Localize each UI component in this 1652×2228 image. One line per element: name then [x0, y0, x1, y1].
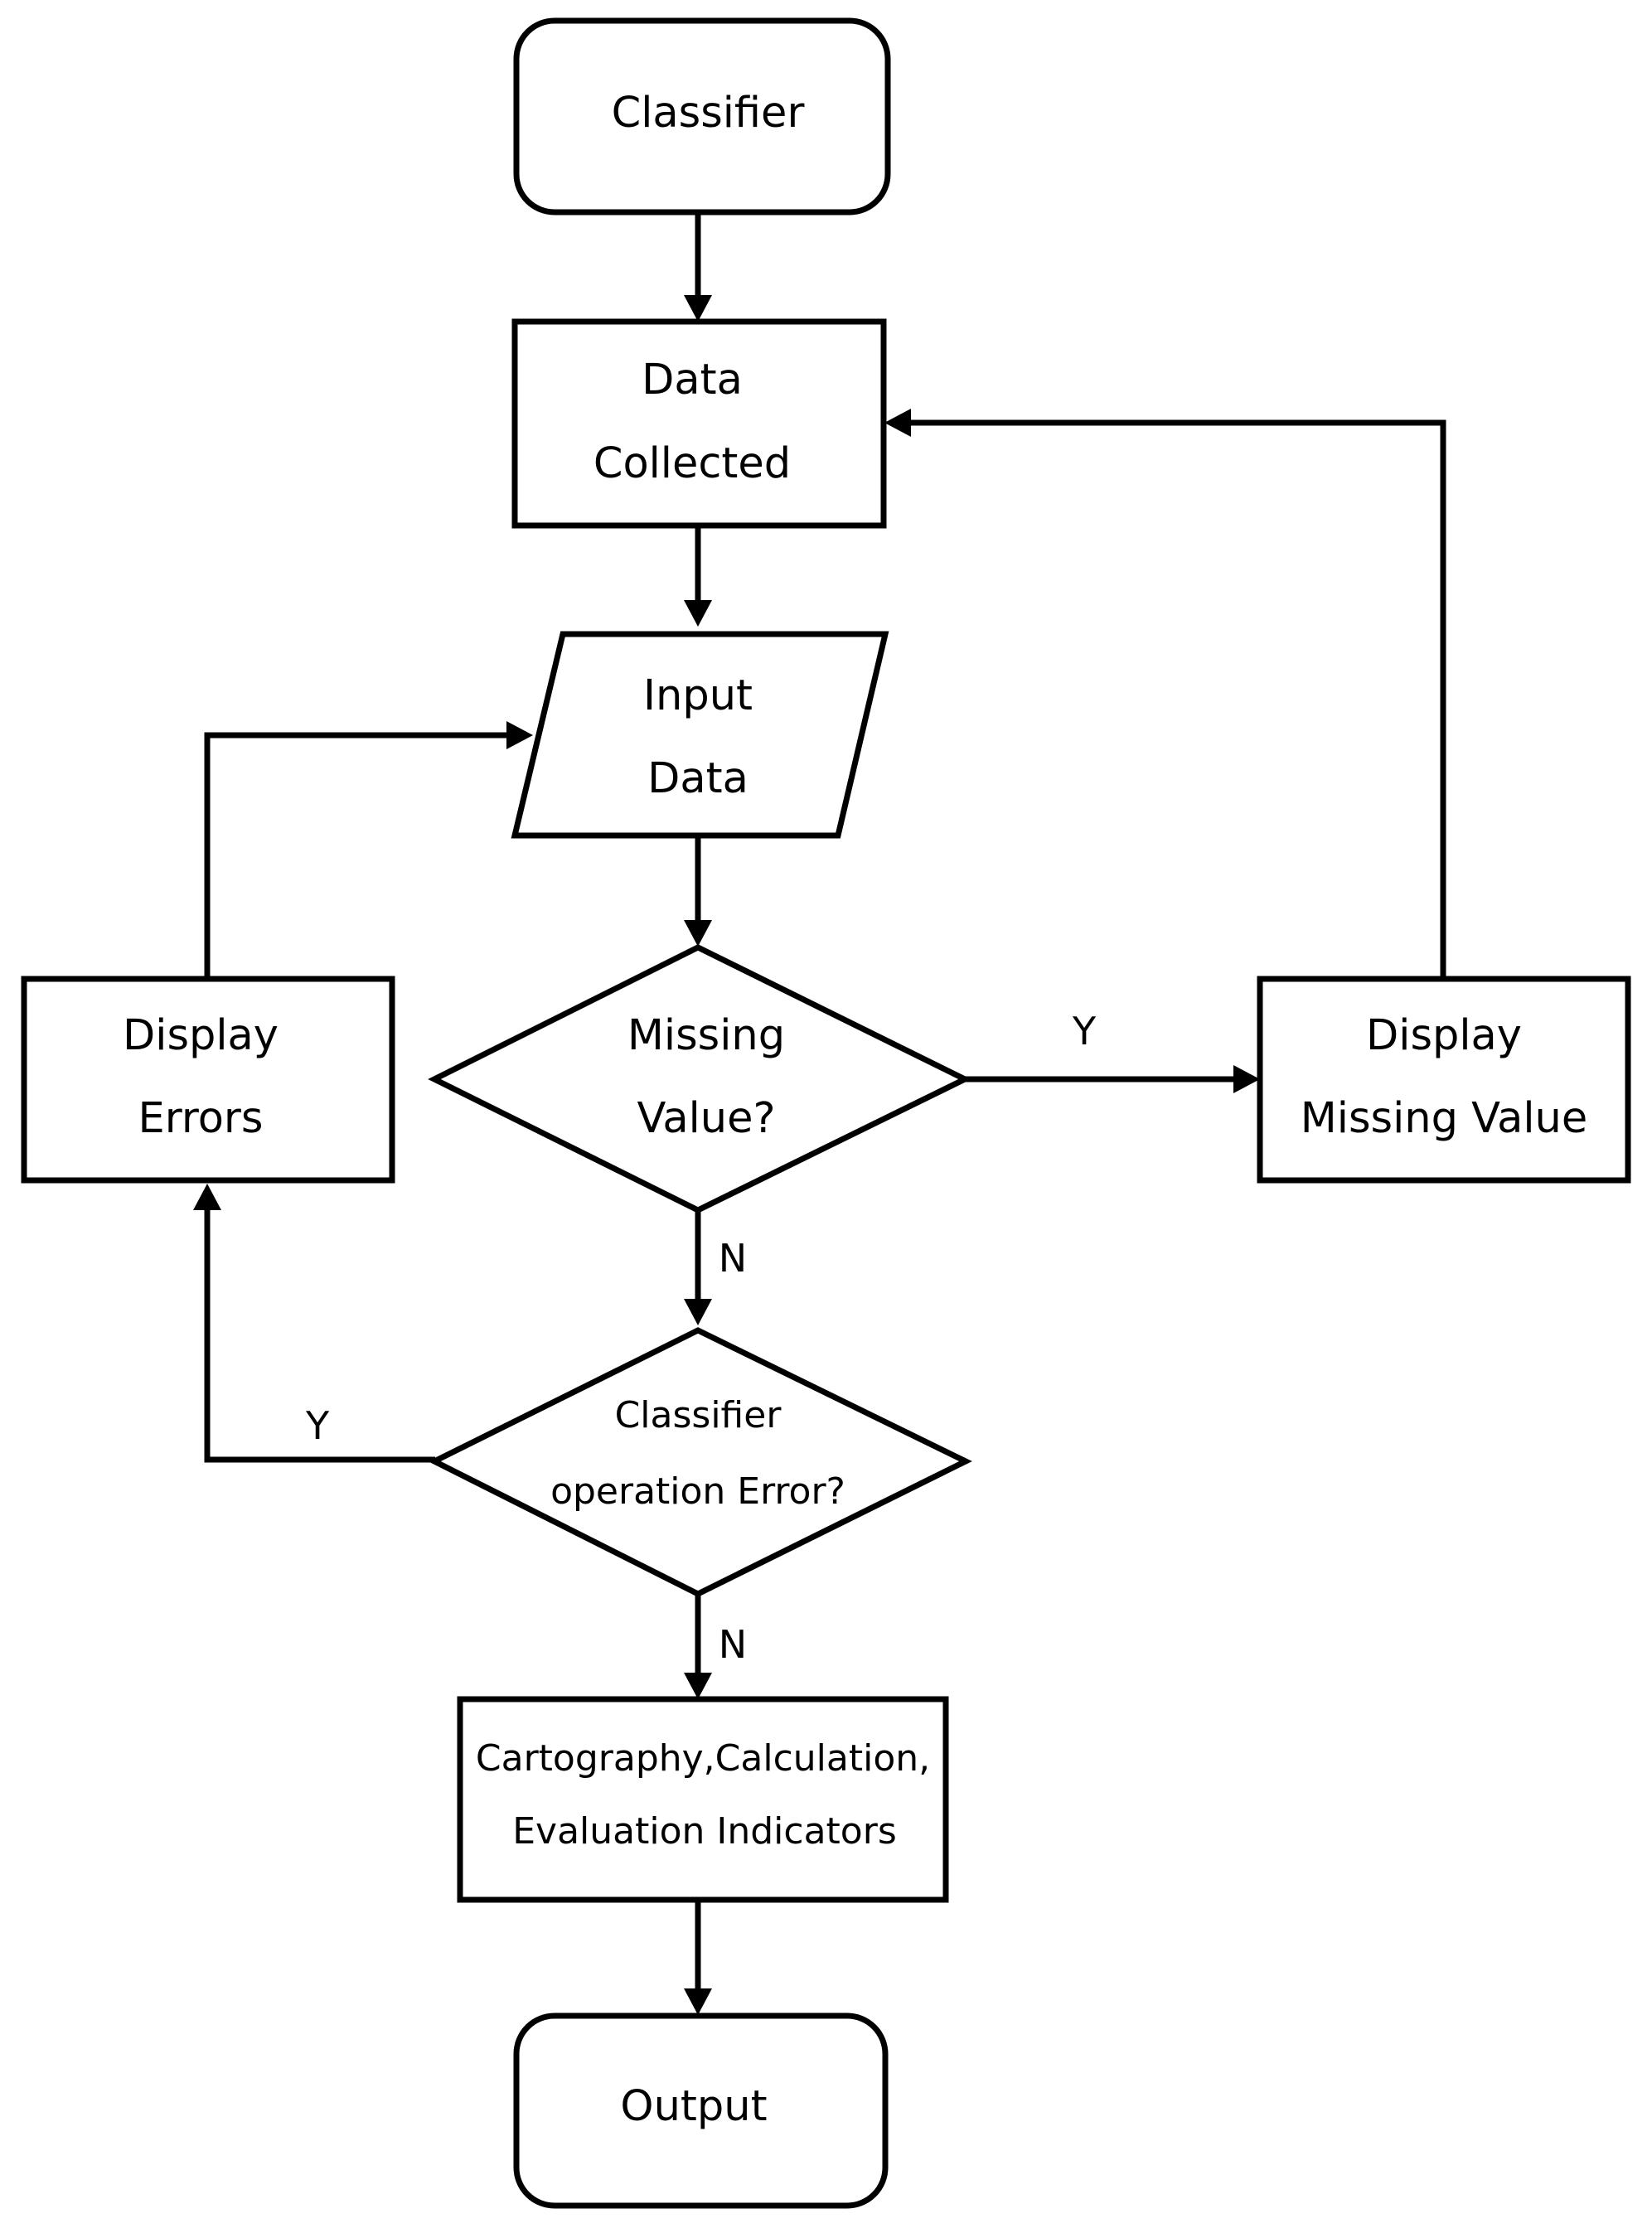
node-cartography: Cartography,Calculation, Evaluation Indi… [457, 1696, 949, 1903]
edge-label-missing-no: N [719, 1236, 747, 1281]
edge-classifier-to-data-collected [684, 212, 712, 322]
node-input-data-label-line-2: Data [647, 754, 748, 803]
edge-cartography-to-output [684, 1900, 712, 2015]
edge-operation-error-yes [193, 1184, 435, 1463]
node-display-missing-value: Display Missing Value [1257, 976, 1631, 1184]
node-classifier-label: Classifier [612, 89, 805, 138]
edge-data-collected-to-input-data [684, 526, 712, 627]
node-display-errors: Display Errors [21, 976, 395, 1184]
node-display-errors-label-line-2: Errors [138, 1094, 264, 1143]
node-operation-error-label-line-2: operation Error? [550, 1470, 845, 1513]
node-display-missing-value-label-line-2: Missing Value [1301, 1094, 1587, 1143]
edge-input-data-to-missing-value [684, 838, 712, 947]
node-cartography-label-line-1: Cartography,Calculation, [476, 1737, 930, 1780]
node-output-label: Output [620, 2082, 767, 2131]
node-missing-value: Missing Value? [428, 944, 971, 1213]
node-classifier: Classifier [513, 17, 891, 216]
node-data-collected-label-line-1: Data [642, 356, 743, 404]
edge-label-missing-yes: Y [1072, 1009, 1097, 1053]
edge-label-error-no: N [719, 1622, 747, 1667]
edge-display-missing-to-data-collected [884, 409, 1446, 976]
node-data-collected-label-line-2: Collected [593, 439, 791, 488]
node-operation-error: Classifier operation Error? [428, 1327, 972, 1597]
edge-missing-value-no [684, 1211, 712, 1325]
edge-missing-value-yes [966, 1065, 1260, 1093]
node-cartography-label-line-2: Evaluation Indicators [512, 1810, 897, 1853]
node-missing-value-label-line-2: Value? [637, 1094, 775, 1143]
node-input-data: Input Data [511, 631, 889, 839]
node-display-missing-value-label-line-1: Display [1366, 1011, 1522, 1060]
node-operation-error-label-line-1: Classifier [615, 1394, 782, 1436]
node-missing-value-label-line-1: Missing [627, 1011, 785, 1060]
node-input-data-label-line-1: Input [643, 671, 753, 720]
node-display-errors-label-line-1: Display [123, 1011, 279, 1060]
edge-display-errors-to-input-data [204, 721, 533, 976]
node-output: Output [513, 2012, 889, 2209]
edge-label-error-yes: Y [305, 1403, 330, 1448]
node-data-collected: Data Collected [511, 318, 887, 529]
edge-operation-error-no [684, 1594, 712, 1699]
